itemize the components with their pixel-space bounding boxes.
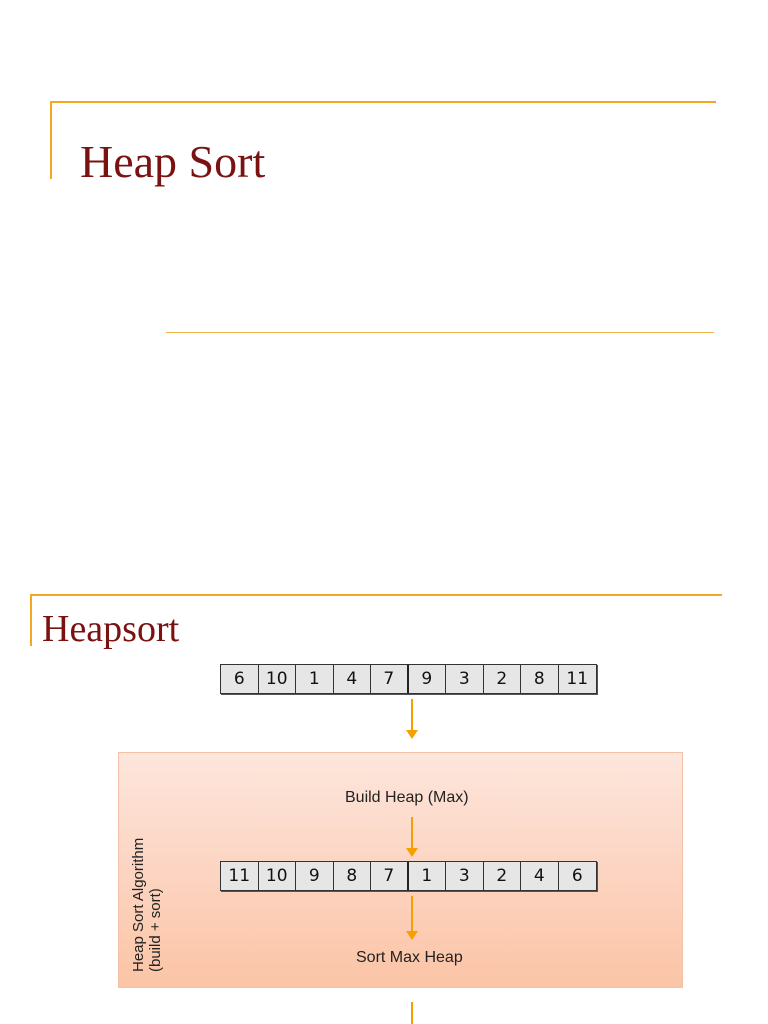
title-top-rule [50,101,716,103]
array-cell: 9 [296,862,334,890]
array-cell: 6 [221,665,259,693]
arrow-down-icon [406,896,418,940]
title-left-rule [30,594,32,646]
subtitle-rule [166,332,714,333]
array-cell: 3 [446,862,484,890]
sort-max-heap-label: Sort Max Heap [356,949,463,966]
array-cell: 9 [409,665,446,693]
array-cell: 4 [521,862,559,890]
array-cell: 10 [259,665,296,693]
arrow-down-icon [406,817,418,857]
array-cell: 11 [221,862,259,890]
array-cell: 1 [409,862,446,890]
array-cell: 7 [371,665,409,693]
slide-title: Heap Sort [80,136,266,187]
title-top-rule [30,594,722,596]
array-cell: 8 [334,862,371,890]
array-cell: 4 [334,665,371,693]
array-cell: 2 [484,862,521,890]
array-cell: 10 [259,862,296,890]
array-cell: 6 [571,866,583,886]
slide-heap-sort: Heap Sort [50,101,716,333]
arrow-down-icon [406,1002,418,1024]
title-left-rule [50,101,52,179]
build-heap-label: Build Heap (Max) [345,789,469,806]
array-cell: 11 [566,669,589,689]
slide-title: Heapsort [42,608,180,650]
algorithm-label-line2: (build + sort) [147,888,164,972]
array-cell: 2 [484,665,521,693]
arrow-down-icon [406,699,418,739]
array-cell: 1 [296,665,334,693]
array-cell: 7 [371,862,409,890]
array-cell: 3 [446,665,484,693]
algorithm-vertical-label: Heap Sort Algorithm (build + sort) [130,792,164,972]
array-cell: 8 [521,665,559,693]
algorithm-label-line1: Heap Sort Algorithm [130,837,147,972]
